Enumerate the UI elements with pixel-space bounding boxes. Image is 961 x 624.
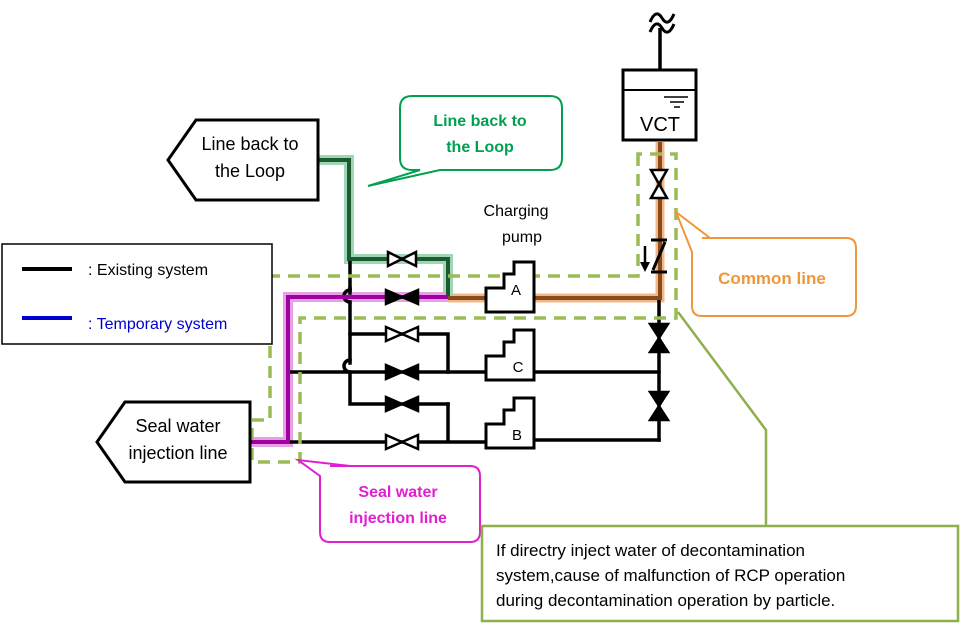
common-line-callout-text: Common line	[718, 269, 826, 288]
pump-a: A	[484, 260, 536, 314]
seal-callout-line2: injection line	[349, 510, 447, 527]
valve-branch-2	[384, 363, 420, 381]
seal-pentagon-line1: Seal water	[135, 416, 220, 436]
legend-temporary-label: : Temporary system	[88, 316, 227, 333]
seal-pentagon-line2: injection line	[128, 443, 227, 463]
pump-b-label: B	[512, 427, 522, 444]
line-back-callout-line1: Line back to	[433, 113, 527, 130]
valve-branch-3	[384, 395, 420, 413]
pump-b: B	[484, 396, 536, 450]
valve-line-back	[386, 249, 418, 269]
vct-tank: VCT	[621, 12, 698, 142]
valve-branch-1	[384, 325, 420, 343]
seal-line-pipe	[252, 295, 448, 444]
seal-water-pentagon: Seal water injection line	[95, 400, 252, 484]
valve-right-upper	[647, 322, 671, 354]
line-back-callout-line2: the Loop	[446, 139, 514, 156]
pump-c: C	[484, 328, 536, 382]
vct-label: VCT	[640, 114, 680, 136]
valve-right-lower	[647, 390, 671, 422]
valve-vct-outlet	[648, 168, 670, 200]
note-line3: during decontamination operation by part…	[496, 591, 835, 610]
legend-existing-label: : Existing system	[88, 262, 208, 279]
pump-c-label: C	[513, 359, 524, 376]
valve-branch-4	[384, 433, 420, 451]
note-leader	[676, 311, 768, 526]
line-back-pentagon-line2: the Loop	[215, 161, 285, 181]
dashed-boundary-main	[250, 152, 678, 464]
legend: : Existing system : Temporary system	[1, 243, 273, 345]
line-back-pentagon-line1: Line back to	[201, 134, 298, 154]
note-box: If directry inject water of decontaminat…	[480, 311, 960, 623]
line-back-callout: Line back to the Loop	[367, 95, 563, 187]
check-valve	[640, 238, 667, 274]
existing-piping	[248, 258, 661, 444]
valve-seal-top	[384, 288, 420, 306]
pump-caption-line1: Charging	[484, 203, 549, 220]
line-back-pentagon: Line back to the Loop	[166, 118, 320, 202]
note-line2: system,cause of malfunction of RCP opera…	[496, 566, 845, 585]
note-line1: If directry inject water of decontaminat…	[496, 541, 805, 560]
common-line-callout: Common line	[673, 208, 857, 317]
line-back-pipe	[318, 158, 450, 298]
pump-a-label: A	[511, 282, 521, 299]
seal-water-callout: Seal water injection line	[294, 458, 481, 543]
seal-callout-line1: Seal water	[358, 484, 437, 501]
pump-caption-line2: pump	[502, 229, 542, 246]
